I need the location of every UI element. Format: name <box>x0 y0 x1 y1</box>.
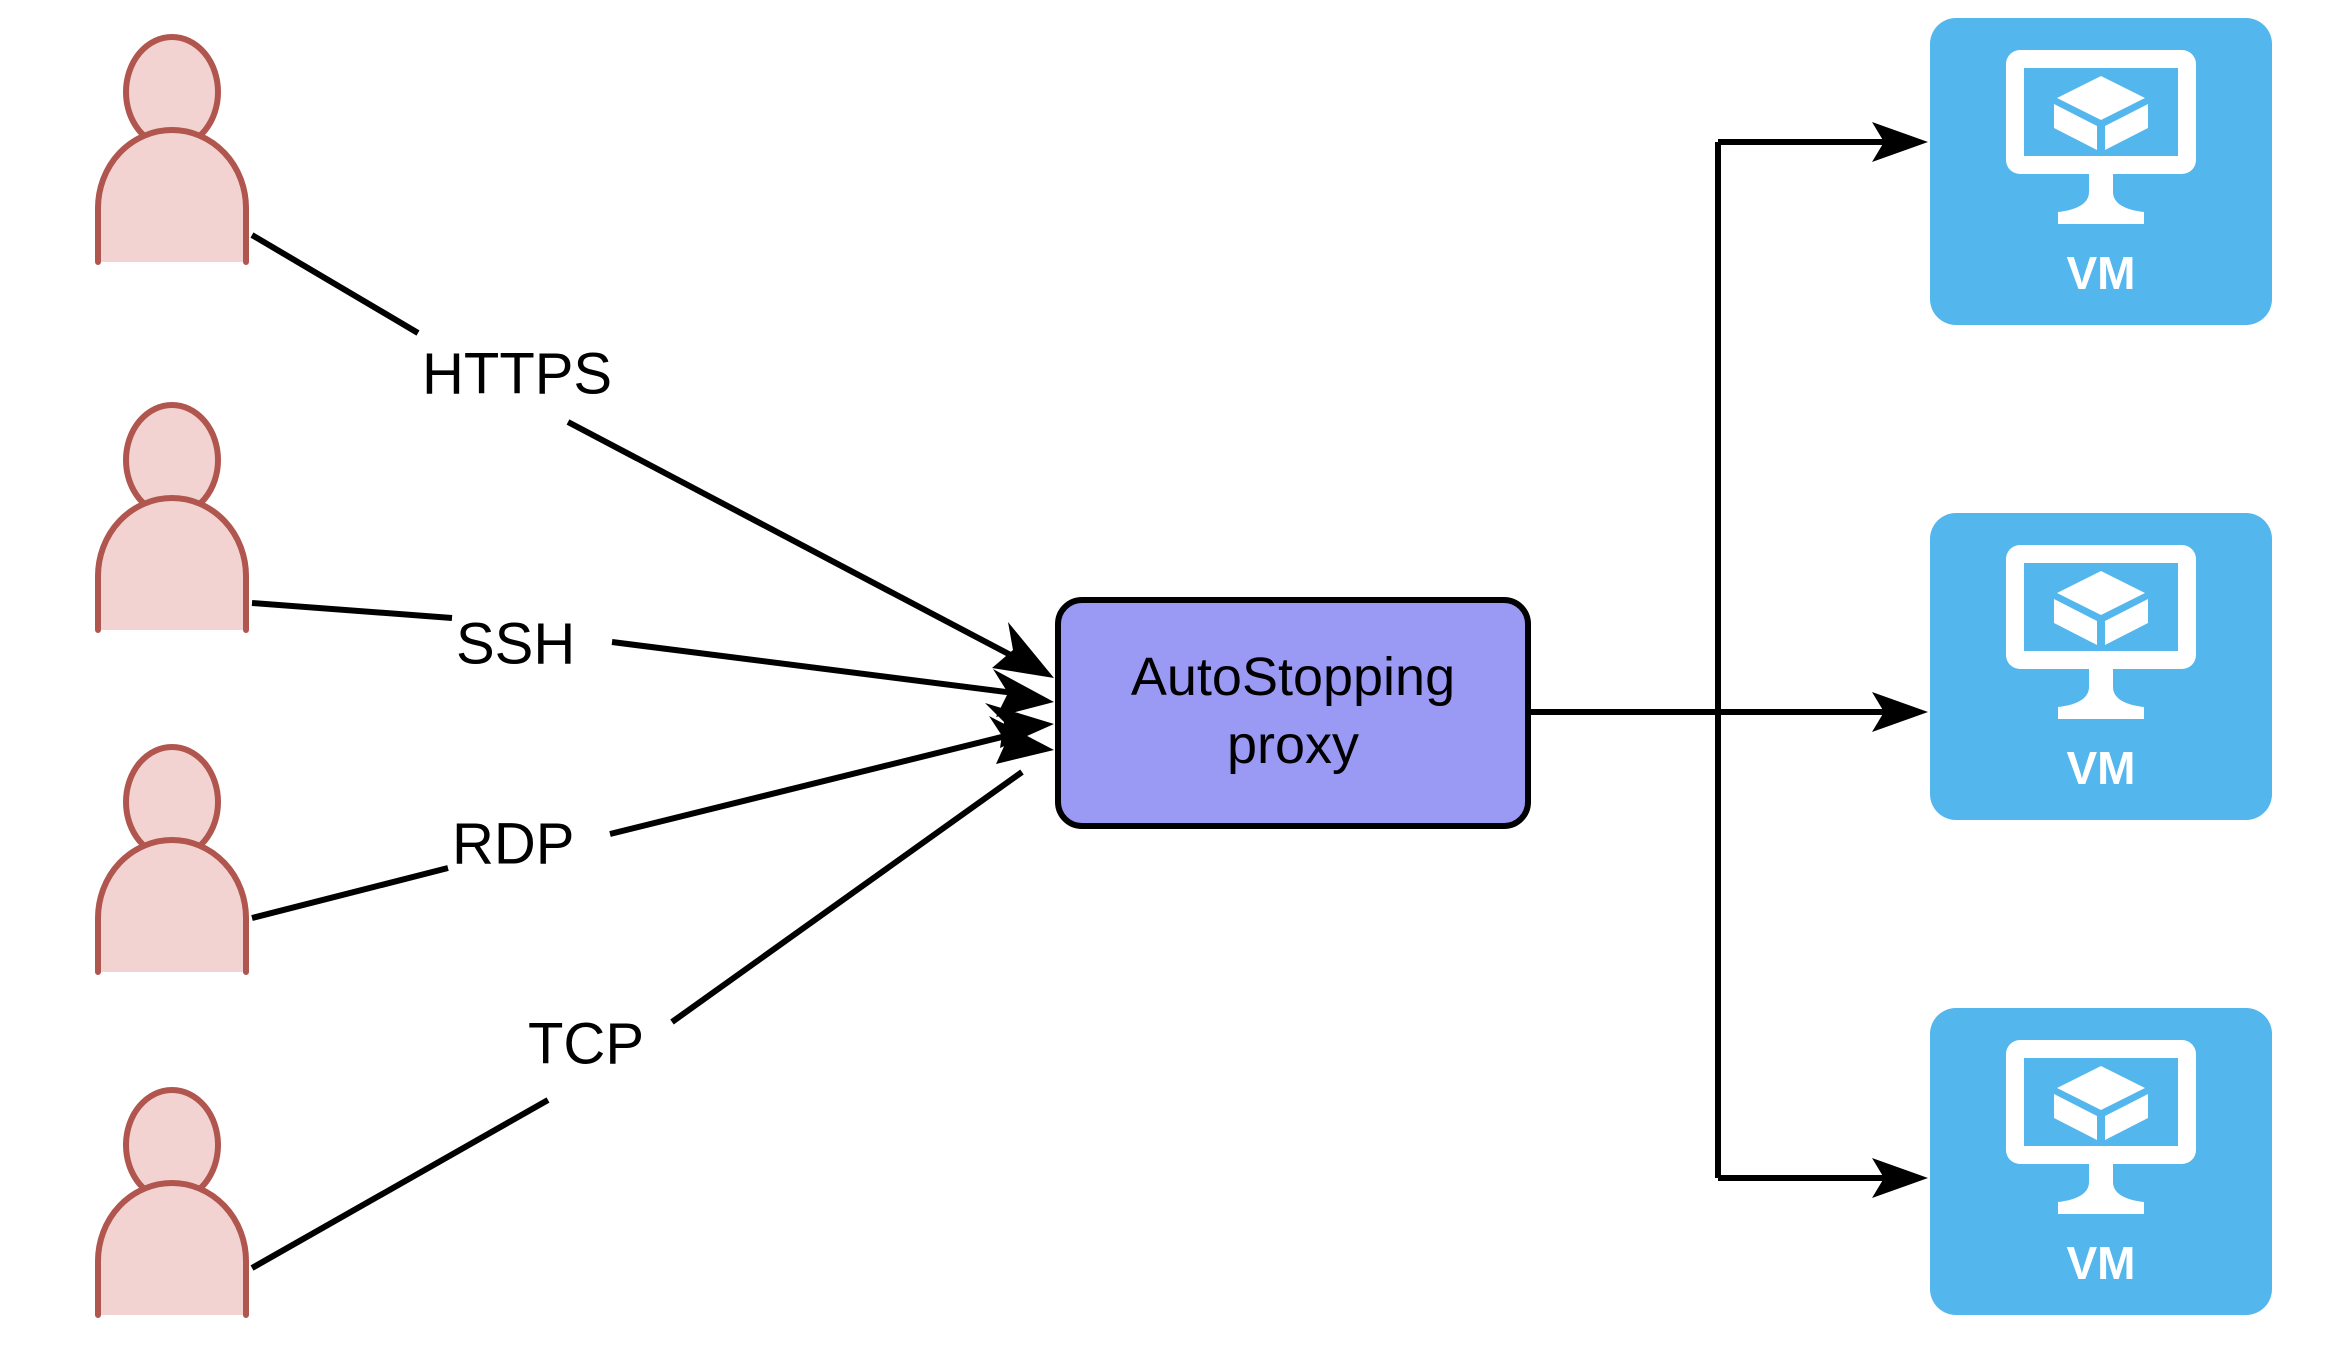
connector-tcp <box>250 716 1054 1271</box>
proxy-label-line1: AutoStopping <box>1131 647 1455 707</box>
vm-tile-top[interactable]: VM <box>1930 18 2272 325</box>
actor-user-3-icon <box>98 747 246 972</box>
connector-rdp <box>251 703 1054 921</box>
connector-https <box>250 232 1054 678</box>
edge-label-ssh: SSH <box>456 611 575 676</box>
vm-tile-bottom-label: VM <box>2067 1237 2136 1289</box>
vm-tile-top-label: VM <box>2067 247 2136 299</box>
edge-label-tcp: TCP <box>528 1011 644 1076</box>
vm-tile-middle-label: VM <box>2067 742 2136 794</box>
connector-proxy-to-vms <box>1530 122 1928 1198</box>
connector-ssh <box>251 600 1054 717</box>
actor-user-2-icon <box>98 405 246 630</box>
vm-tile-bottom[interactable]: VM <box>1930 1008 2272 1315</box>
actor-user-1-icon <box>98 37 246 262</box>
edge-label-https: HTTPS <box>422 341 612 406</box>
proxy-box[interactable] <box>1055 597 1531 829</box>
proxy-label-line2: proxy <box>1227 715 1359 775</box>
edge-label-rdp: RDP <box>452 811 574 876</box>
autostopping-proxy-node[interactable]: AutoStopping proxy <box>1055 597 1531 829</box>
actor-user-4-icon <box>98 1090 246 1315</box>
vm-tile-middle[interactable]: VM <box>1930 513 2272 820</box>
